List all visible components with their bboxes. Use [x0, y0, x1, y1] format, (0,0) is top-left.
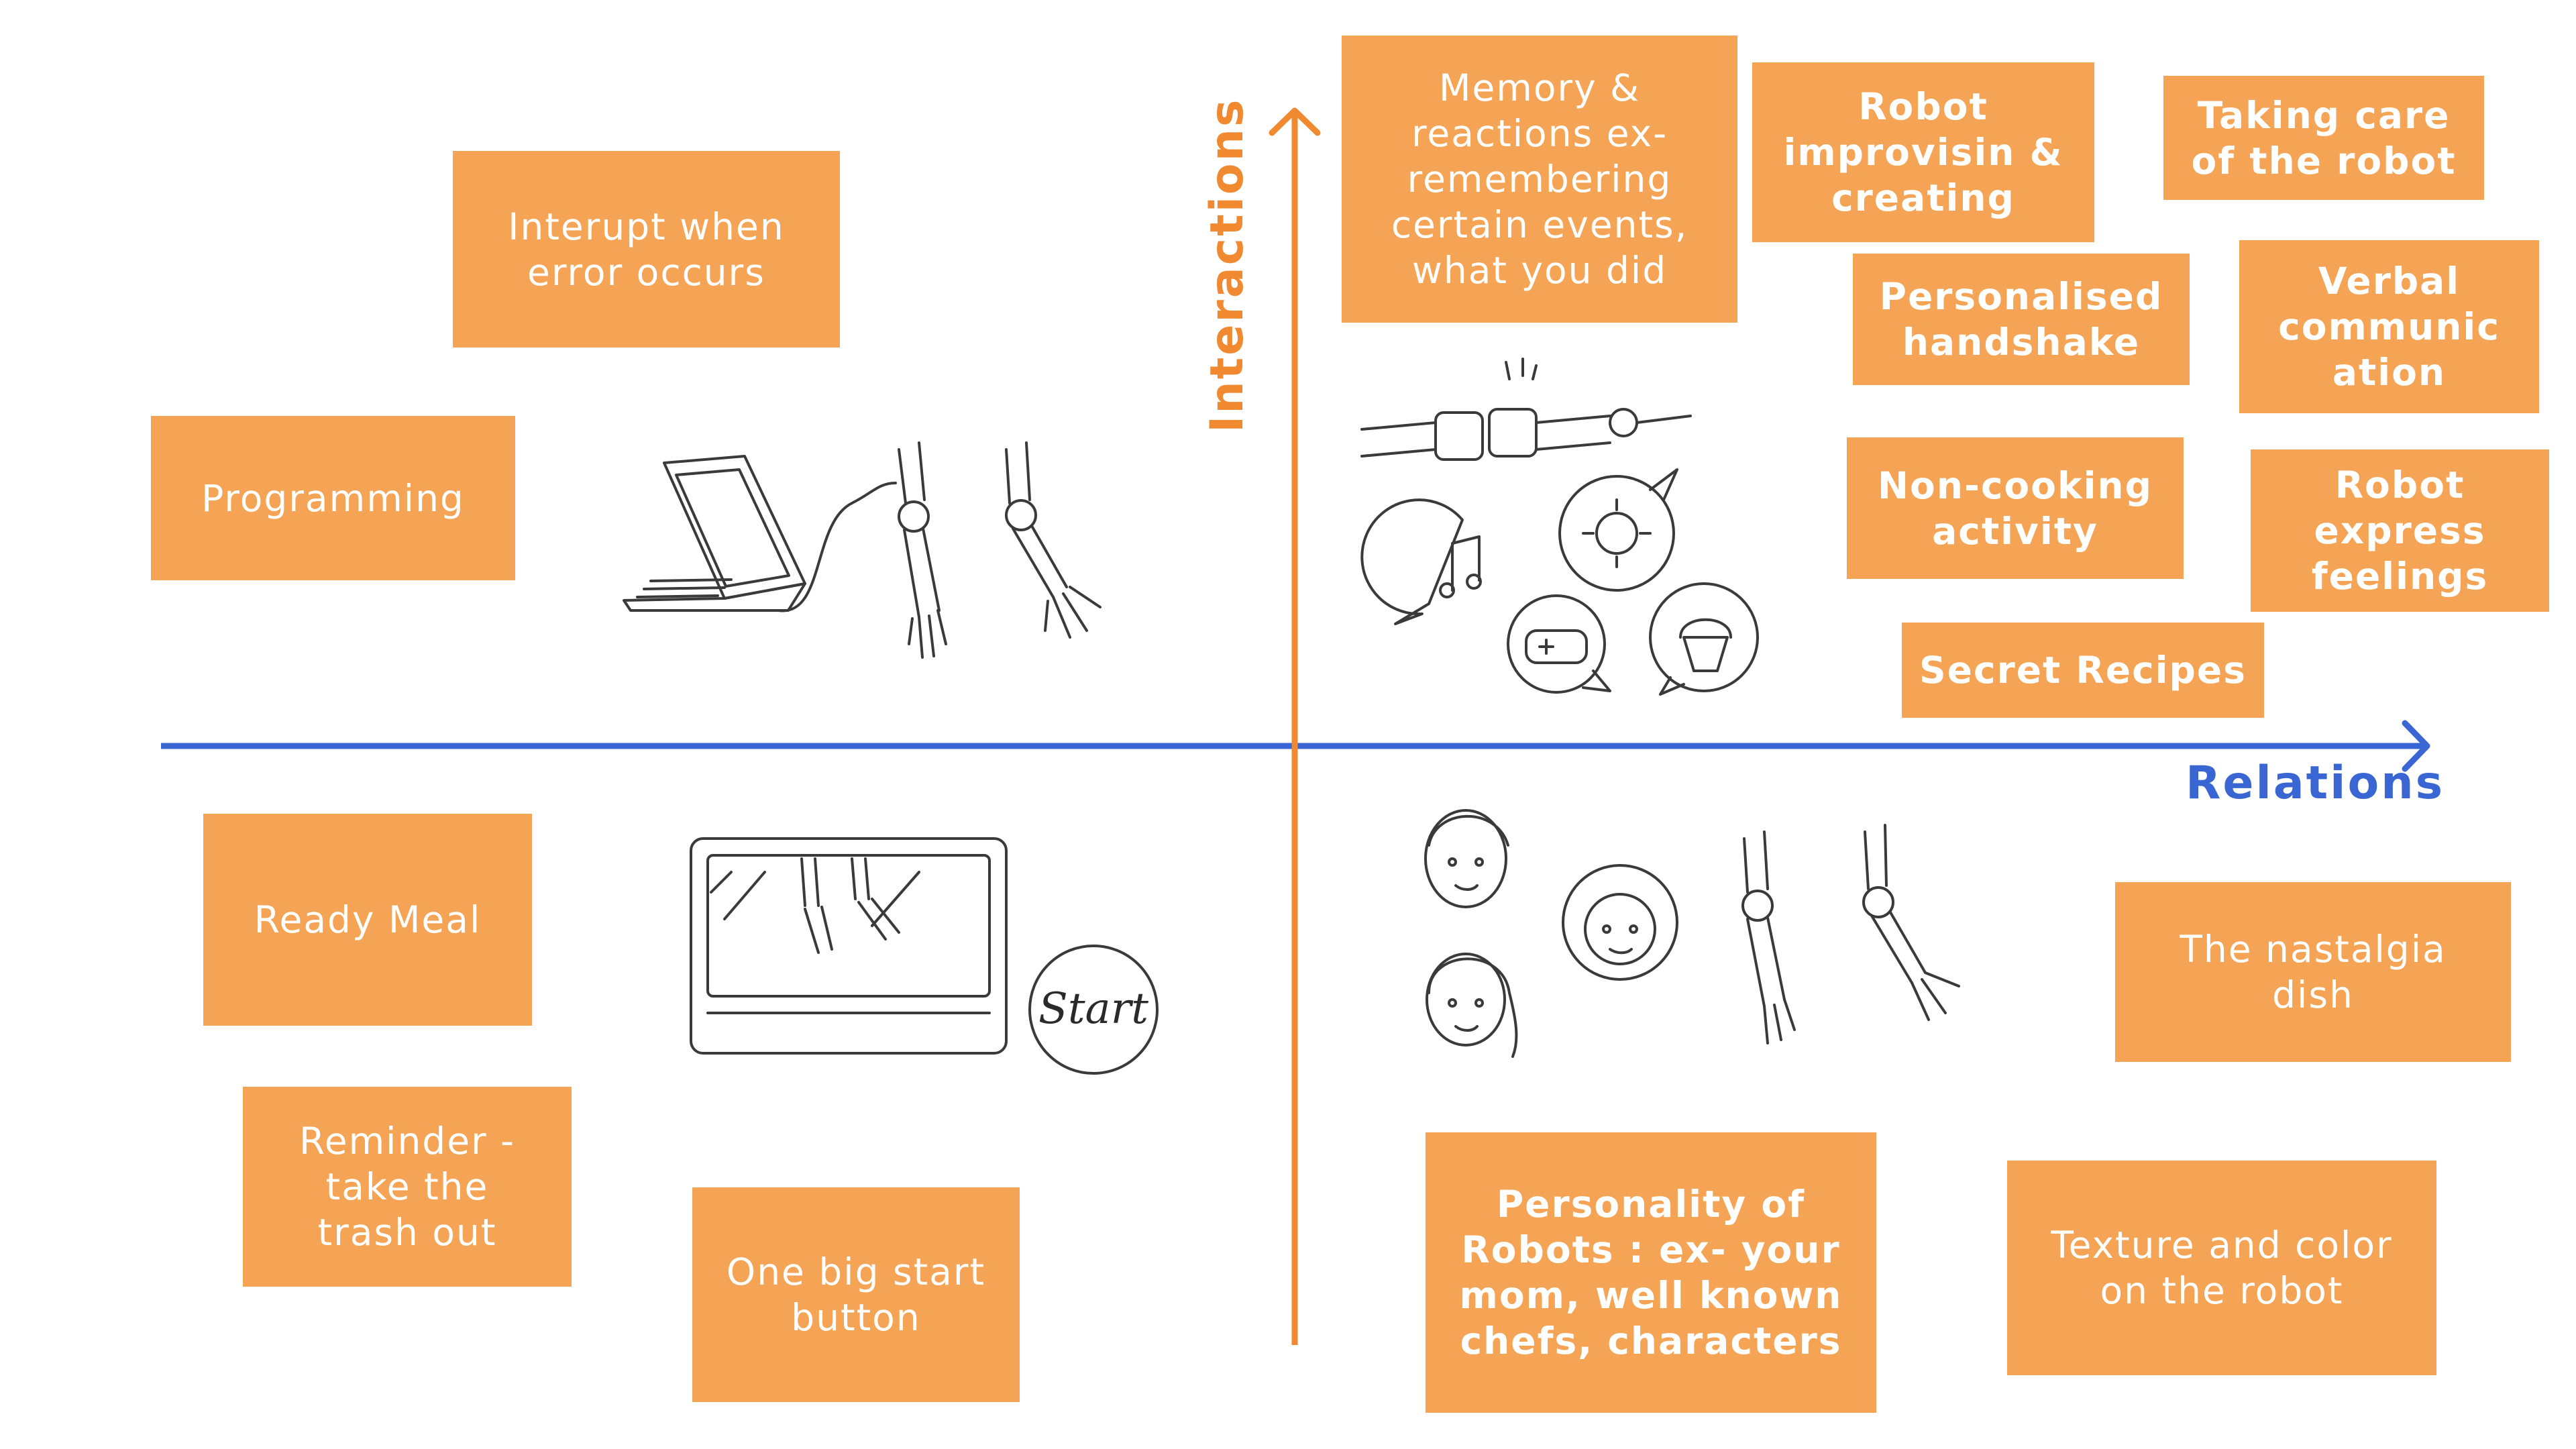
interactions-axis-arrowhead [1269, 107, 1321, 136]
music-bubble-icon [1360, 498, 1482, 625]
note-one-big-start-button: One big start button [692, 1187, 1020, 1402]
start-button-icon: Start [1028, 945, 1159, 1075]
face-boy-icon [1424, 809, 1509, 908]
note-verbal-communication: Verbal communic ation [2239, 240, 2539, 413]
note-nastalgia-dish: The nastalgia dish [2115, 882, 2511, 1062]
robot-arm-left-icon [898, 441, 947, 659]
laptop-robot-arms-sketch [623, 441, 1102, 659]
note-reminder-trash: Reminder - take the trash out [243, 1087, 572, 1287]
relations-axis-arrowhead [2402, 720, 2430, 772]
note-memory-reactions: Memory & reactions ex- remembering certa… [1342, 36, 1737, 323]
display-screen-icon [690, 837, 1008, 1055]
note-robot-express-feelings: Robot express feelings [2251, 449, 2549, 612]
muffin-bubble-icon [1649, 582, 1759, 696]
note-non-cooking-activity: Non-cooking activity [1847, 437, 2184, 579]
laptop-icon [623, 455, 806, 612]
note-secret-recipes: Secret Recipes [1902, 623, 2264, 718]
faces-robot-arms-sketch [1424, 809, 1960, 1058]
cable [777, 482, 897, 612]
relations-axis-label: Relations [2186, 757, 2445, 810]
face-curly-hair-icon [1562, 864, 1678, 981]
interactions-axis-label: Interactions [1201, 97, 1254, 433]
note-texture-and-color: Texture and color on the robot [2007, 1161, 2436, 1375]
gamepad-bubble-icon [1507, 594, 1611, 694]
note-interupt-when-error: Interupt when error occurs [453, 151, 840, 347]
fist-bump-icon [1360, 358, 1692, 461]
note-programming: Programming [151, 416, 515, 580]
robot-arm-right-icon [1005, 441, 1102, 639]
note-ready-meal: Ready Meal [203, 814, 532, 1026]
fist-bump-bubbles-sketch [1360, 358, 1759, 696]
note-taking-care: Taking care of the robot [2163, 76, 2484, 200]
robot-arm-pair-icon [1741, 824, 1960, 1044]
display-start-sketch: Start [690, 837, 1159, 1075]
sun-bubble-icon [1558, 468, 1678, 592]
start-button-label: Start [1038, 984, 1148, 1034]
note-personality-of-robots: Personality of Robots : ex- your mom, we… [1426, 1132, 1876, 1413]
note-personalised-handshake: Personalised handshake [1853, 254, 2190, 385]
face-girl-icon [1426, 953, 1518, 1058]
note-robot-improvisin: Robot improvisin & creating [1752, 62, 2094, 242]
